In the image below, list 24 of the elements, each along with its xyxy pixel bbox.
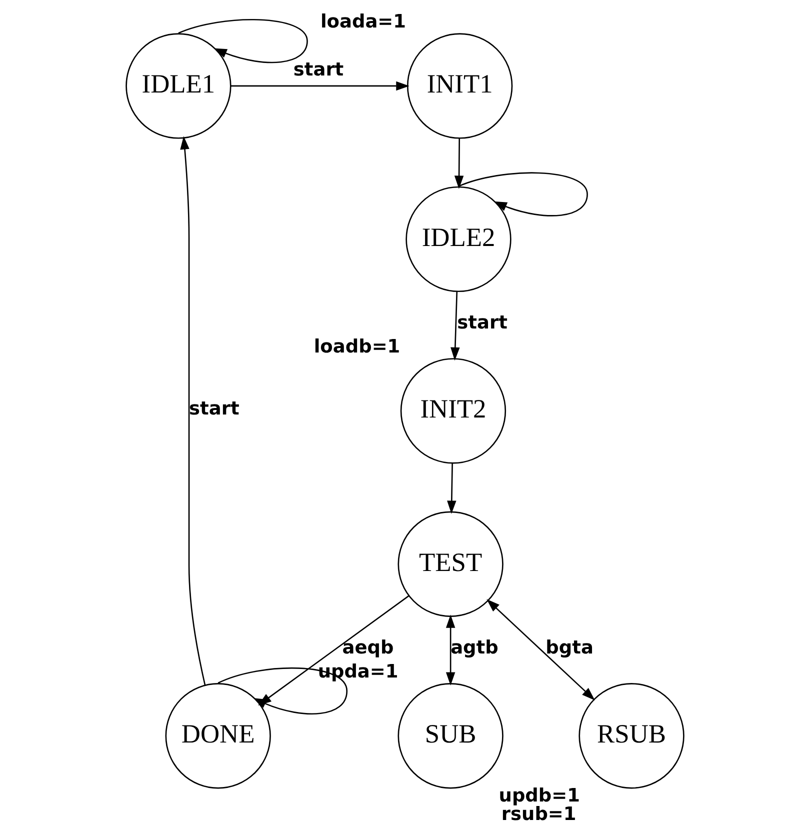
node-circle: INIT2 [400,358,506,464]
edge-label: start [456,312,507,334]
node-circle: SUB [397,683,503,789]
node-label: upda=1 [317,661,398,682]
node-circle: RSUB [578,683,684,789]
arrow [450,292,460,361]
edge-label: agtb [450,638,498,659]
node-label: loada=1 [320,11,406,32]
edge-label: start [292,60,344,81]
arrow [230,81,409,91]
edge-label: start [188,398,239,420]
node-label: loadb=1 [313,336,400,358]
arrow [486,599,594,700]
edge-label: aeqb [342,638,394,659]
node-circle: TEST [397,511,503,617]
node-label: rsub=1 [500,804,576,826]
node-circle: IDLE1 [125,33,231,139]
edge-label: bgta [545,638,593,659]
arrow [446,463,456,514]
arrow [454,138,464,189]
arrow [445,614,455,686]
node-circle: INIT1 [406,33,512,139]
arrow [180,136,206,686]
node-circle: IDLE2 [405,186,511,292]
